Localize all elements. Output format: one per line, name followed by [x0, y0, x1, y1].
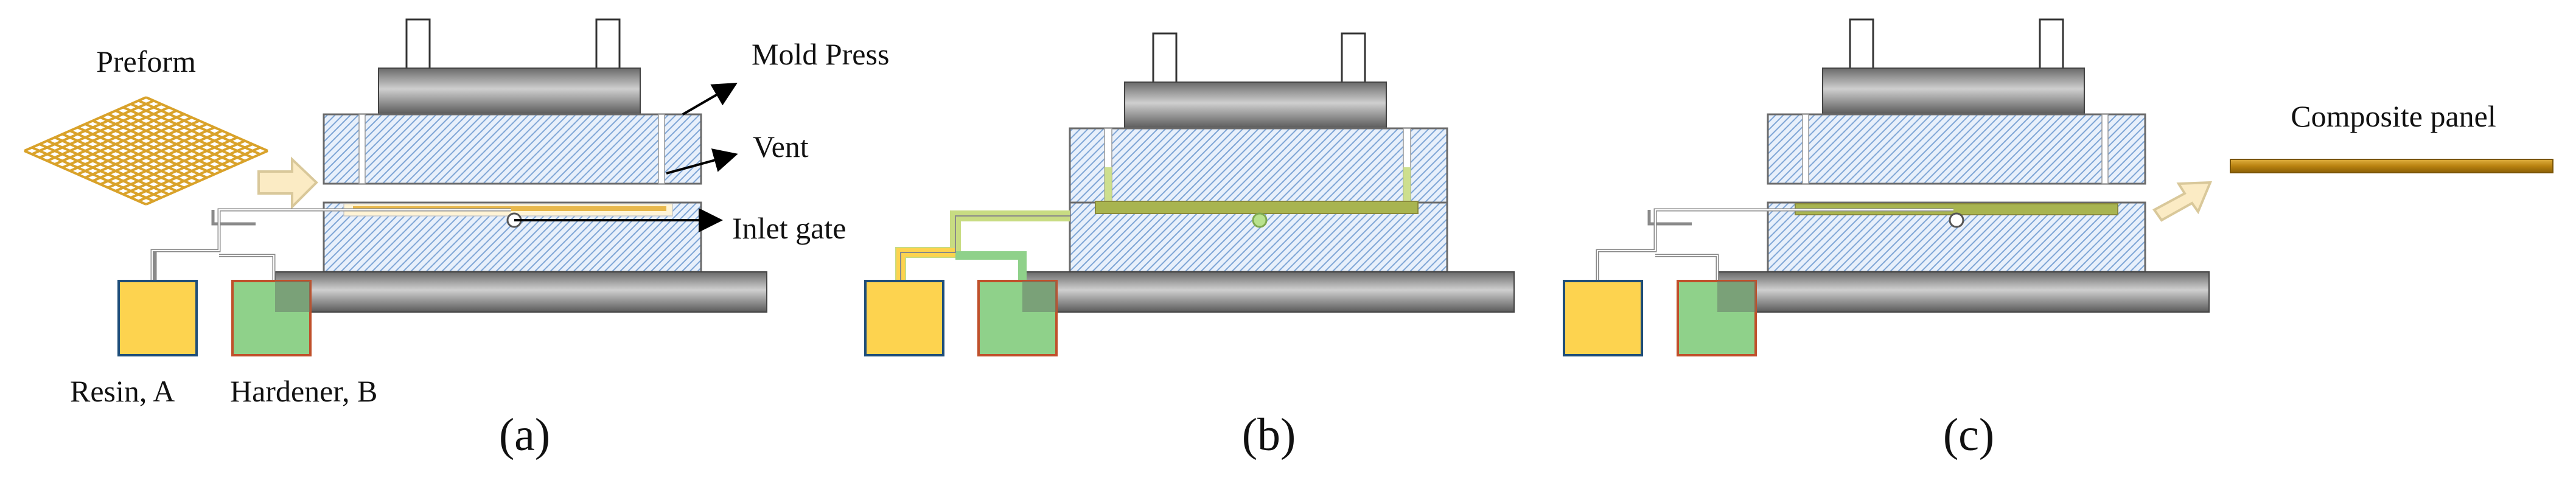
resin-tank — [1563, 280, 1643, 356]
upper-mold — [323, 113, 702, 185]
vent-channel-left — [358, 114, 366, 184]
composite-panel — [2230, 159, 2553, 173]
resin-tank — [864, 280, 944, 356]
panel-c: Composite panel (c) — [1563, 18, 2553, 460]
inlet-gate-label: Inlet gate — [732, 211, 846, 245]
panel-c-caption: (c) — [1943, 409, 1994, 460]
filled-cavity — [1095, 201, 1419, 214]
upper-mold — [1069, 127, 1448, 204]
preform-grid — [24, 96, 268, 206]
vent-channel-left — [1802, 114, 1809, 184]
press-base-plate — [1022, 271, 1515, 313]
press-pin-right — [2039, 18, 2064, 72]
panel-a: Preform — [24, 18, 889, 460]
panel-b: (b) — [864, 32, 1515, 460]
preform-label: Preform — [96, 44, 196, 78]
resin-label: Resin, A — [70, 374, 175, 408]
press-top-plate — [378, 68, 641, 115]
vent-label: Vent — [753, 130, 809, 164]
vent-channel-right — [658, 114, 665, 184]
vent-channel-right — [2101, 114, 2109, 184]
press-pin-right — [1341, 32, 1366, 86]
press-base-plate — [274, 271, 767, 313]
mold-press-label: Mold Press — [752, 37, 889, 71]
resin-tank — [117, 280, 198, 356]
panel-a-caption: (a) — [499, 409, 550, 460]
feed-arrow — [257, 156, 318, 210]
inlet-gate-point — [1252, 212, 1268, 228]
press-top-plate — [1124, 82, 1387, 129]
demold-arrow — [2152, 181, 2213, 222]
press-pin-left — [1152, 32, 1178, 86]
upper-mold — [1767, 113, 2146, 185]
inlet-gate-point — [1949, 212, 1964, 228]
panel-b-caption: (b) — [1242, 409, 1296, 460]
feed-lines — [895, 210, 1070, 281]
press-pin-left — [1849, 18, 1874, 72]
composite-panel-label: Composite panel — [2291, 99, 2496, 133]
press-pin-left — [405, 18, 431, 72]
press-pin-right — [595, 18, 621, 72]
press-base-plate — [1717, 271, 2210, 313]
press-top-plate — [1822, 68, 2085, 115]
hardener-label: Hardener, B — [230, 374, 377, 408]
